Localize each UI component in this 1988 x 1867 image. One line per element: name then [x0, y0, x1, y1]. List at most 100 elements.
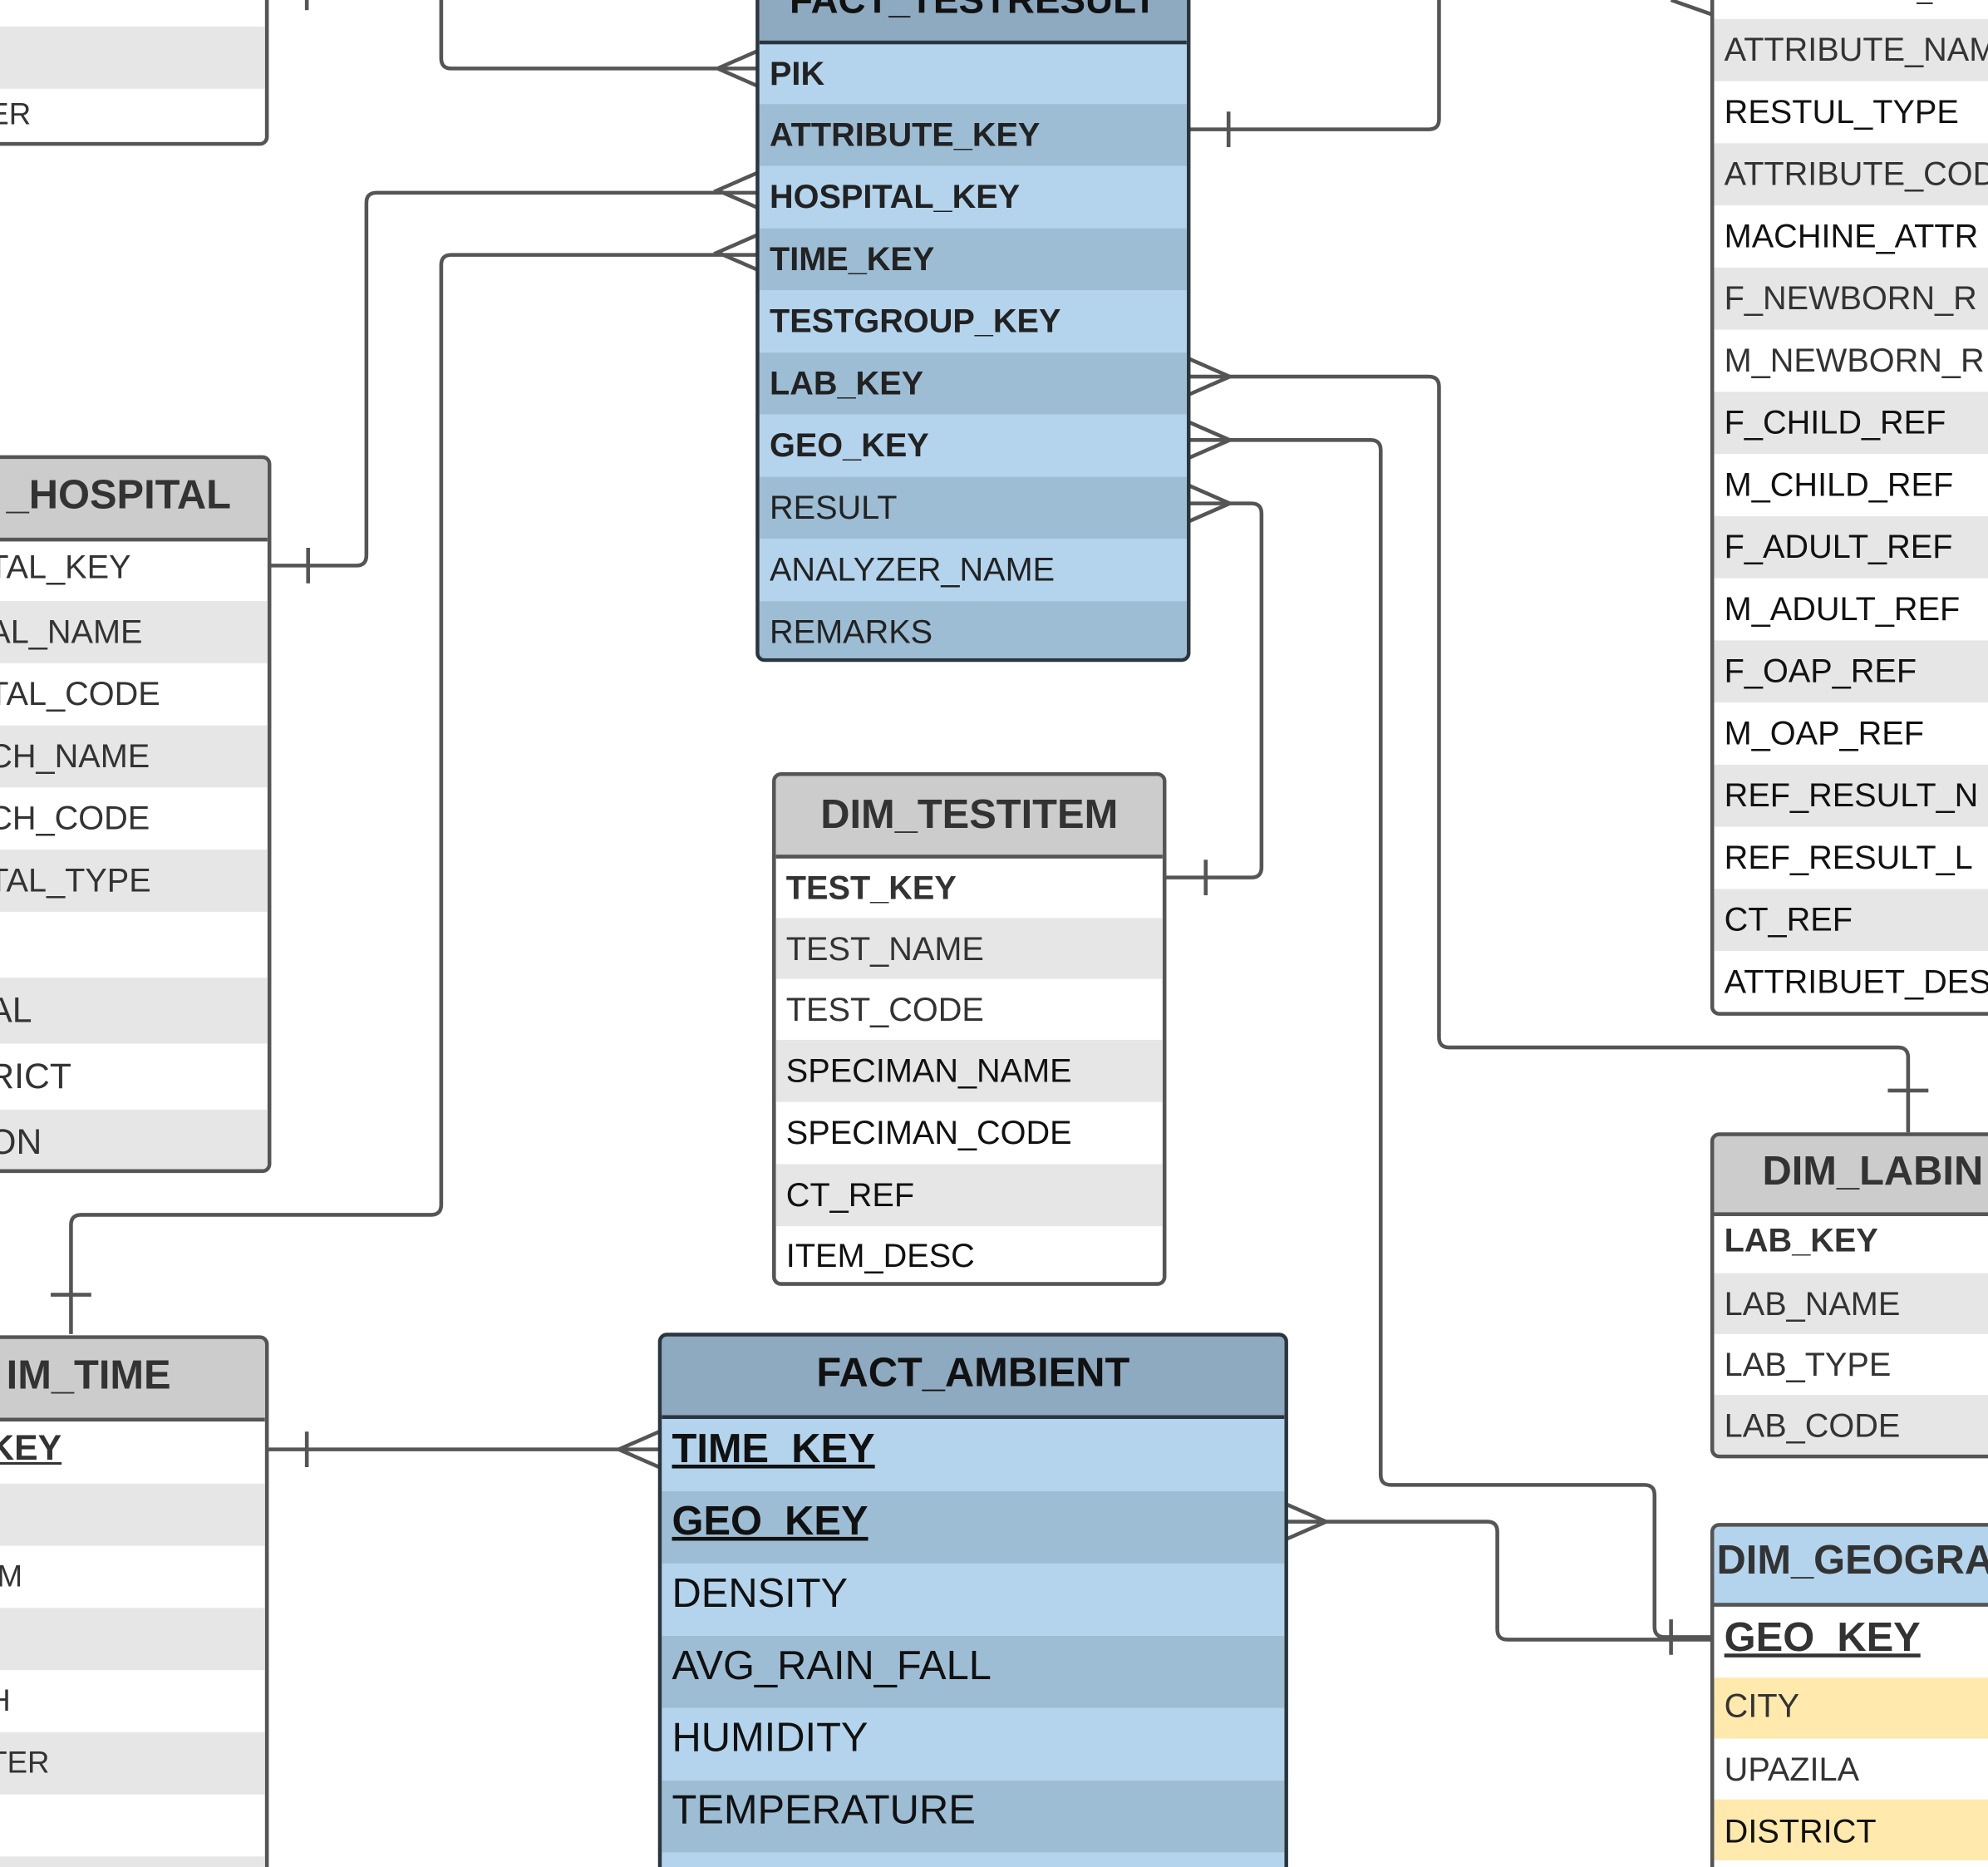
field-lab-type: LAB_TYPE: [1724, 1345, 1892, 1384]
field-district: DISTRICT: [1714, 1799, 1988, 1860]
crowfoot-result: [1188, 484, 1235, 524]
field-speciman-code: SPECIMAN_CODE: [785, 1113, 1072, 1152]
field-air-pollutants: AIR_POLLUTANTS: [662, 1852, 1285, 1867]
field-attr-14: CT_REF: [1714, 889, 1988, 952]
field-attr-0: ATTRIBUTE_NAM: [1714, 18, 1988, 81]
field-time-1: [0, 1483, 265, 1546]
field-top-left-0: [0, 27, 265, 89]
entity-title: _: [1714, 0, 1988, 19]
field-hospital-1: AL_NAME: [0, 601, 268, 663]
field-density: DENSITY: [662, 1563, 1285, 1636]
field-attr-7: M_CHILD_REF: [1724, 465, 1954, 504]
crowfoot-ambient-time: [613, 1430, 661, 1470]
field-lab-key: LAB_KEY: [759, 352, 1187, 415]
entity-fact-testresult[interactable]: FACT_TESTRESULT PIK ATTRIBUTE_KEY HOSPIT…: [755, 0, 1191, 663]
link-attribute: [1188, 0, 1441, 131]
field-attr-9: M_ADULT_REF: [1724, 589, 1961, 628]
link-geo: [1188, 438, 1712, 1639]
entity-dim-hospital[interactable]: _HOSPITAL TAL_KEY AL_NAME TAL_CODE CH_NA…: [0, 455, 272, 1174]
crowfoot-ambient-geo: [1284, 1502, 1331, 1542]
field-avg-rain-fall: AVG_RAIN_FALL: [662, 1635, 1285, 1708]
field-time-4: H: [0, 1670, 265, 1732]
field-attribute-key: ATTRIBUTE_KEY: [759, 104, 1187, 166]
field-attr-6: F_CHILD_REF: [1714, 392, 1988, 455]
field-hospital-6: [0, 912, 268, 978]
link-hospital: [269, 190, 759, 568]
field-lab-code: LAB_CODE: [1714, 1395, 1988, 1455]
field-hospital-8: RICT: [0, 1056, 71, 1096]
field-time-6: [0, 1795, 265, 1857]
field-attr-15: ATTRIBUET_DES: [1724, 962, 1988, 1001]
field-time-key: TIME_KEY: [662, 1419, 1285, 1491]
field-hospital-4: CH_CODE: [0, 799, 150, 837]
entity-dim-geography[interactable]: DIM_GEOGRA GEO_KEY CITY UPAZILA DISTRICT: [1710, 1523, 1988, 1867]
entity-fact-ambient[interactable]: FACT_AMBIENT TIME_KEY GEO_KEY DENSITY AV…: [657, 1333, 1288, 1867]
field-test-key: TEST_KEY: [785, 868, 957, 907]
field-time-key: TIME_KEY: [759, 228, 1187, 291]
field-result: RESULT: [759, 476, 1187, 539]
field-pik: PIK: [759, 44, 1187, 105]
field-testgroup-key: TESTGROUP_KEY: [759, 290, 1187, 353]
field-city: CITY: [1714, 1677, 1988, 1739]
link-ambient-geo: [1285, 1520, 1712, 1642]
entity-title: DIM_TESTITEM: [775, 776, 1163, 859]
field-hospital-key: HOSPITAL_KEY: [759, 165, 1187, 229]
entity-title: FACT_AMBIENT: [662, 1336, 1285, 1420]
field-geo-key: GEO_KEY: [759, 414, 1187, 477]
field-lab-name: LAB_NAME: [1714, 1273, 1988, 1334]
crowfoot-attribute: [1670, 0, 1715, 17]
field-attr-4: F_NEWBORN_R: [1714, 267, 1988, 330]
entity-dim-testitem[interactable]: DIM_TESTITEM TEST_KEY TEST_NAME TEST_COD…: [772, 772, 1167, 1286]
field-remarks: REMARKS: [759, 601, 1187, 658]
entity-title: DIM_LABIN: [1714, 1135, 1988, 1216]
field-geo-key: GEO_KEY: [662, 1490, 1285, 1564]
field-attr-11: M_OAP_REF: [1724, 713, 1924, 752]
field-humidity: HUMIDITY: [662, 1707, 1285, 1781]
field-hospital-9: ON: [0, 1109, 268, 1170]
crowfoot-time: [712, 233, 760, 273]
crowfoot-hospital: [712, 170, 760, 210]
field-attr-3: MACHINE_ATTR: [1724, 216, 1979, 255]
entity-dim-attribute[interactable]: _ ATTRIBUTE_NAM RESTUL_TYPE ATTRIBUTE_CO…: [1710, 0, 1988, 1016]
field-attr-10: F_OAP_REF: [1714, 640, 1988, 703]
field-upazila: UPAZILA: [1724, 1750, 1860, 1788]
field-time-3: [0, 1608, 265, 1671]
field-attr-5: M_NEWBORN_R: [1724, 341, 1985, 380]
entity-title: IM_TIME: [0, 1338, 265, 1422]
field-lab-key: LAB_KEY: [1724, 1221, 1878, 1259]
field-attr-8: F_ADULT_REF: [1714, 515, 1988, 579]
field-item-desc: ITEM_DESC: [785, 1236, 975, 1275]
field-attr-2: ATTRIBUTE_COD: [1714, 143, 1988, 206]
field-time-5: TER: [0, 1732, 265, 1795]
field-hospital-3: CH_NAME: [0, 725, 268, 788]
field-attr-1: RESTUL_TYPE: [1724, 92, 1959, 131]
field-hospital-0: TAL_KEY: [0, 548, 131, 586]
field-time-7: [0, 1856, 265, 1867]
field-test-code: TEST_CODE: [785, 990, 984, 1029]
link-time: [69, 253, 759, 1334]
field-time-2: IM: [0, 1546, 265, 1608]
crowfoot-pik: [712, 48, 760, 88]
field-temperature: TEMPERATURE: [662, 1780, 1285, 1853]
field-geo-key: GEO_KEY: [1724, 1613, 1921, 1660]
link-lab: [1188, 374, 1911, 1133]
field-top-left-1: ER: [0, 97, 32, 132]
field-test-name: TEST_NAME: [775, 918, 1163, 979]
link-pik: [439, 0, 759, 71]
crowfoot-lab: [1188, 357, 1235, 397]
entity-top-left[interactable]: ER: [0, 0, 269, 146]
crowfoot-geo: [1188, 420, 1235, 460]
field-attr-13: REF_RESULT_L: [1724, 838, 1973, 877]
field-speciman-name: SPECIMAN_NAME: [775, 1039, 1163, 1102]
entity-dim-time[interactable]: IM_TIME KEY IM H TER: [0, 1335, 269, 1867]
entity-title: FACT_TESTRESULT: [759, 0, 1187, 45]
field-hospital-5: TAL_TYPE: [0, 850, 268, 912]
entity-dim-labinfo[interactable]: DIM_LABIN LAB_KEY LAB_NAME LAB_TYPE LAB_…: [1710, 1132, 1988, 1459]
field-time-0: KEY: [0, 1427, 62, 1468]
entity-title: DIM_GEOGRA: [1714, 1526, 1988, 1607]
entity-title: _HOSPITAL: [0, 459, 268, 542]
link-result: [1164, 501, 1264, 879]
field-hospital-2: TAL_CODE: [0, 674, 160, 713]
